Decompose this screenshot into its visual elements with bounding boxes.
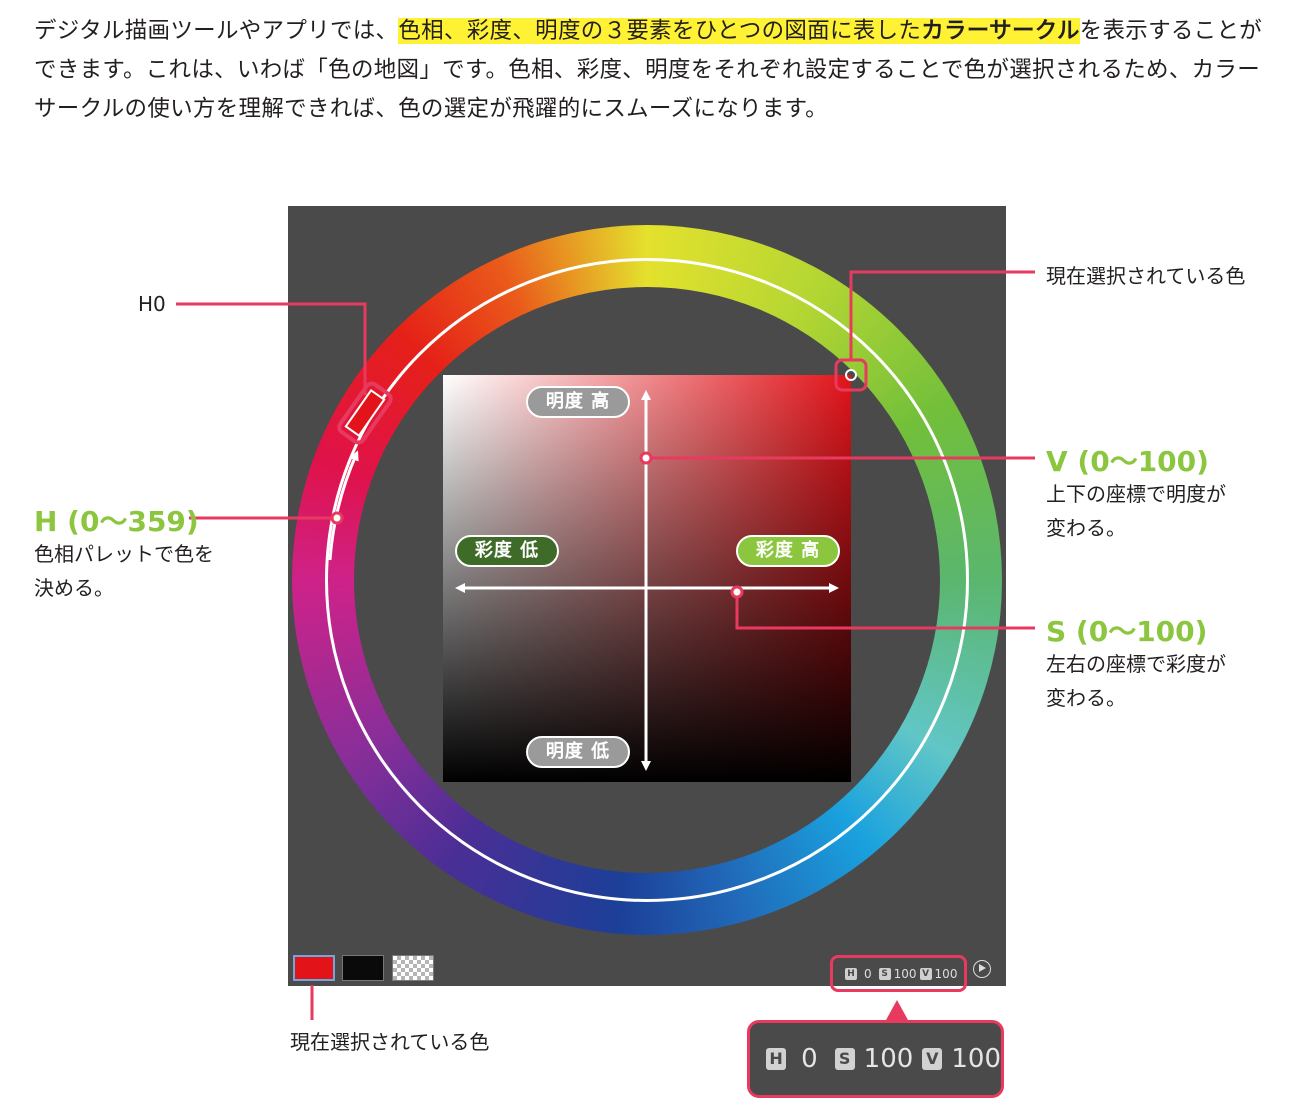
h-badge-large-icon: H <box>766 1048 787 1070</box>
hsv-readout-zoom: H 0 S 100 V 100 <box>747 1020 1004 1098</box>
current-color-label-top: 現在選択されている色 <box>1046 264 1246 288</box>
value-description-2: 変わる。 <box>1046 516 1126 540</box>
current-color-label-bottom: 現在選択されている色 <box>290 1030 490 1054</box>
v-value-large: 100 <box>951 1044 1002 1074</box>
saturation-description-2: 変わる。 <box>1046 686 1126 710</box>
s-badge-icon: S <box>878 968 891 980</box>
hue-guide-circle <box>325 258 969 902</box>
value-description-1: 上下の座標で明度が <box>1046 482 1226 506</box>
v-badge-icon: V <box>919 968 932 980</box>
transparent-color-swatch[interactable] <box>392 955 434 981</box>
hue-description-2: 決める。 <box>34 576 114 600</box>
pill-brightness-high: 明度 高 <box>526 386 630 418</box>
v-value: 100 <box>934 967 958 981</box>
saturation-range-title: S (0〜100) <box>1046 615 1208 648</box>
pill-saturation-high: 彩度 高 <box>736 535 840 567</box>
hsv-readout-small: H 0 S 100 V 100 <box>845 965 957 983</box>
intro-highlight-bold: カラーサークル <box>921 18 1080 44</box>
pill-saturation-low: 彩度 低 <box>455 535 559 567</box>
h0-label: H0 <box>138 292 166 316</box>
s-value: 100 <box>893 967 917 981</box>
s-badge-large-icon: S <box>834 1048 855 1070</box>
pill-brightness-low: 明度 低 <box>526 736 630 768</box>
s-value-large: 100 <box>863 1044 914 1074</box>
play-icon[interactable] <box>973 960 991 978</box>
hue-description-1: 色相パレットで色を <box>34 542 214 566</box>
value-range-title: V (0〜100) <box>1046 445 1209 478</box>
secondary-color-swatch[interactable] <box>342 955 384 981</box>
intro-highlight: 色相、彩度、明度の３要素をひとつの図面に表した <box>398 18 922 44</box>
h-value-large: 0 <box>801 1044 818 1074</box>
current-color-swatch[interactable] <box>293 955 335 981</box>
saturation-value-square[interactable] <box>443 375 851 782</box>
zoom-callout-pointer <box>886 1000 908 1020</box>
h-value: 0 <box>864 967 872 981</box>
v-badge-large-icon: V <box>922 1048 943 1070</box>
hue-range-title: H (0〜359) <box>34 505 199 538</box>
saturation-description-1: 左右の座標で彩度が <box>1046 652 1226 676</box>
h-badge-icon: H <box>845 968 857 980</box>
intro-paragraph: デジタル描画ツールやアプリでは、色相、彩度、明度の３要素をひとつの図面に表したカ… <box>34 12 1274 129</box>
intro-text-2: を表示することができます。これは、いわば「色の地図」です。色相、彩度、明度をそれ… <box>34 18 1263 122</box>
intro-text-1: デジタル描画ツールやアプリでは、 <box>34 18 399 44</box>
hsv-readout-highlight <box>830 955 967 992</box>
